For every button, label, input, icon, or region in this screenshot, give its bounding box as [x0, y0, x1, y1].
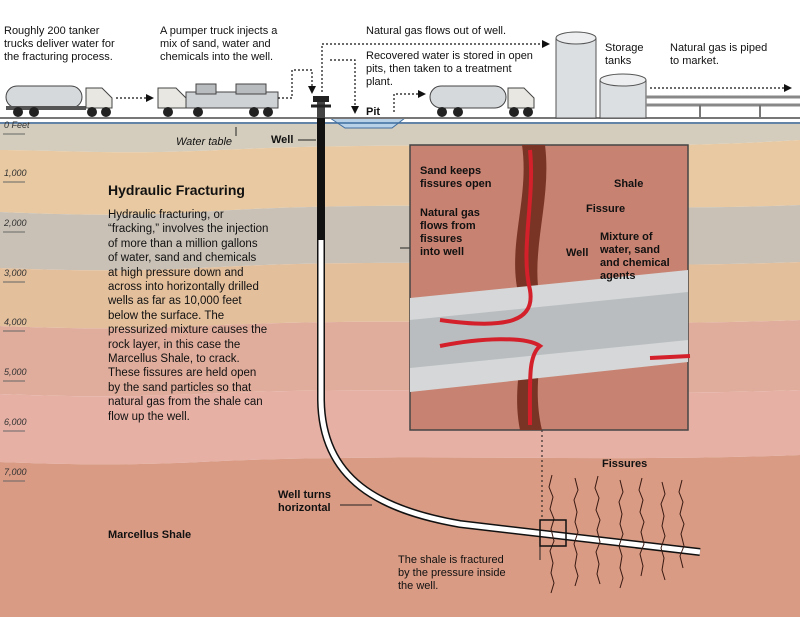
- inset-pipe-core: [410, 292, 688, 368]
- inset-detail: [409, 144, 691, 431]
- article-body: Hydraulic fracturing, or “fracking,” inv…: [108, 209, 269, 423]
- tanker-truck-1: [5, 85, 113, 117]
- depth-label-2000: 2,000: [4, 218, 27, 228]
- inset-fissure-label: Fissure: [586, 203, 626, 215]
- tanker-truck-2: [429, 85, 535, 117]
- depth-label-7000: 7,000: [4, 467, 27, 477]
- pit-to-truck-arrow: [393, 90, 426, 112]
- pumper-to-well-arrow: [278, 69, 316, 99]
- process-arrows: [116, 40, 792, 114]
- fissure-lines: [548, 474, 685, 594]
- inset-red-arrows: [439, 149, 691, 426]
- wellhead: [311, 96, 331, 118]
- pumper-truck-label: A pumper truck injects a mix of sand, wa…: [160, 25, 278, 63]
- marcellus-shale-label: Marcellus Shale: [108, 529, 192, 541]
- storage-tanks-label: Storage tanks: [605, 42, 644, 67]
- depth-label-4000: 4,000: [4, 317, 27, 327]
- article-title: Hydraulic Fracturing: [108, 182, 245, 198]
- water-table-label: Water table: [176, 136, 233, 148]
- zoom-box: [539, 519, 567, 547]
- recovered-water-label: Recovered water is stored in open pits, …: [366, 50, 533, 88]
- depth-label-5000: 5,000: [4, 367, 27, 377]
- piped-to-market-label: Natural gas is piped to market.: [670, 42, 768, 67]
- gas-pipeline: [646, 95, 800, 118]
- well-turns-horizontal-label: Well turns horizontal: [278, 489, 331, 514]
- depth-label-6000: 6,000: [4, 417, 27, 427]
- depth-label-3000: 3,000: [4, 268, 27, 278]
- gas-out-arrow: [321, 40, 550, 92]
- inset-sand-keeps-label: Sand keeps fissures open: [420, 165, 492, 190]
- depth-ticks: [3, 133, 25, 482]
- fissures-label: Fissures: [602, 458, 648, 470]
- depth-label-0: 0 Feet: [4, 120, 30, 130]
- storage-tanks: [555, 31, 647, 119]
- well-bore: [317, 118, 701, 556]
- inset-well-label: Well: [566, 247, 589, 259]
- surface: [0, 117, 800, 129]
- depth-label-1000: 1,000: [4, 168, 27, 178]
- pumper-truck: [157, 83, 279, 117]
- well-label: Well: [271, 134, 294, 146]
- inset-gas-flows-label: Natural gas flows from fissures into wel…: [420, 207, 480, 258]
- marcellus-shale-layer: [0, 455, 800, 617]
- pit-label: Pit: [366, 106, 381, 118]
- gas-flows-label: Natural gas flows out of well.: [366, 25, 507, 37]
- inset-mixture-label: Mixture of water, sand and chemical agen…: [600, 231, 670, 282]
- tanker-trucks-label: Roughly 200 tanker trucks deliver water …: [4, 25, 115, 63]
- shale-fractured-label: The shale is fractured by the pressure i…: [398, 554, 506, 592]
- inset-shale-label: Shale: [614, 178, 644, 190]
- well-to-pit-arrow: [330, 59, 359, 114]
